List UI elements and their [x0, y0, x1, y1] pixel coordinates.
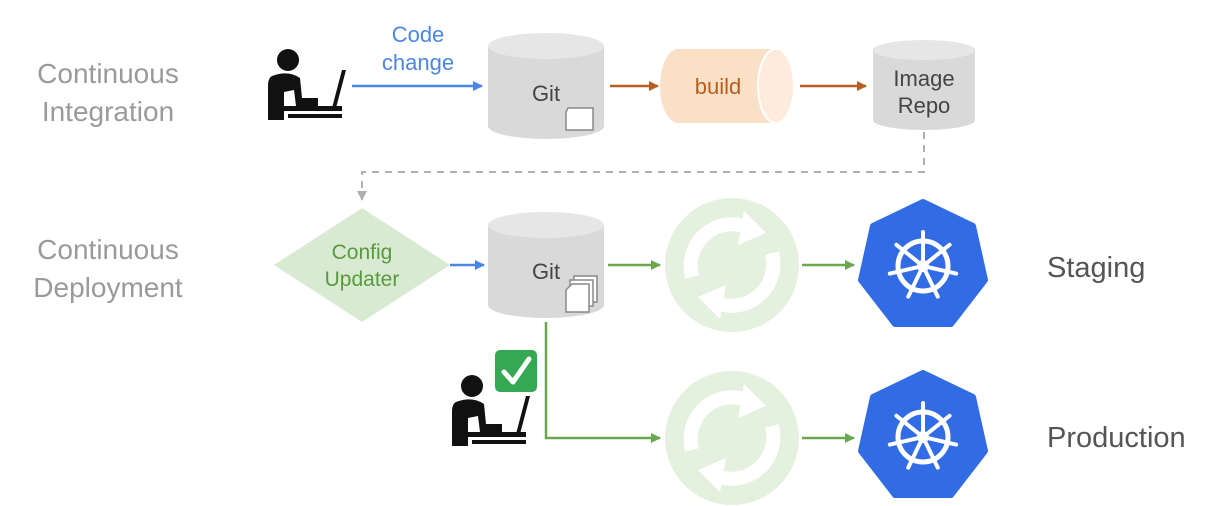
- git-to-production-sync-arrow: [544, 322, 661, 443]
- staging-label: Staging: [1047, 252, 1146, 284]
- continuous-integration-label: Continuous Integration: [3, 55, 213, 131]
- documents-icon: [565, 275, 598, 313]
- document-icon: [565, 107, 594, 131]
- image-repo-label-line2: Repo: [898, 93, 951, 118]
- sync-icon-production: [665, 371, 799, 505]
- ci-label-line2: Integration: [41, 96, 175, 127]
- sync-icon-staging: [665, 198, 799, 332]
- image-repo: Image Repo: [873, 40, 975, 130]
- cd-label-line1: Continuous: [37, 234, 179, 265]
- continuous-deployment-label: Continuous Deployment: [3, 231, 213, 307]
- code-change-label-line2: change: [382, 50, 454, 75]
- git-top-label: Git: [532, 81, 560, 106]
- image-update-connector: [357, 132, 925, 201]
- git-repo-top: Git: [488, 33, 604, 139]
- config-updater-label-line2: Updater: [325, 268, 400, 291]
- developer-icon: [268, 49, 346, 120]
- build-stage: build: [660, 48, 795, 124]
- kubernetes-icon-staging: [858, 199, 988, 327]
- cd-label-line2: Deployment: [33, 272, 183, 303]
- production-label: Production: [1047, 422, 1186, 454]
- kubernetes-icon-production: [858, 370, 988, 498]
- image-repo-label-line1: Image: [893, 66, 954, 91]
- code-change-label-line1: Code: [392, 22, 445, 47]
- config-updater: Config Updater: [274, 208, 450, 322]
- git-bottom-label: Git: [532, 259, 560, 284]
- git-repo-bottom: Git: [488, 212, 604, 318]
- build-label: build: [695, 74, 741, 99]
- config-updater-label-line1: Config: [332, 241, 393, 264]
- checkmark-icon: [495, 350, 537, 392]
- ci-label-line1: Continuous: [37, 58, 179, 89]
